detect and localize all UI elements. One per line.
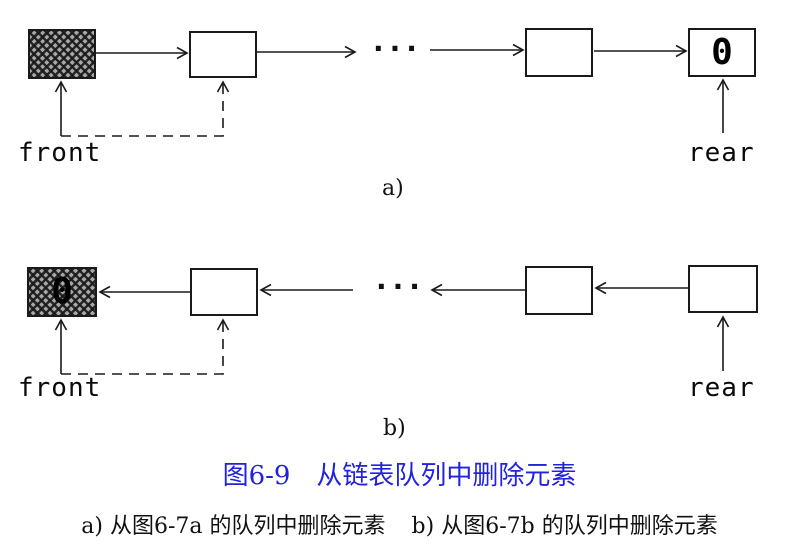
- b-node-1-value: 0: [51, 271, 73, 312]
- b-node-rear: [688, 265, 758, 313]
- b-subfigure-label: b): [383, 416, 406, 441]
- a-node-2: [189, 31, 257, 78]
- b-node-2: [190, 268, 258, 316]
- a-node-3: [525, 28, 593, 77]
- figure-subcaption: a) 从图6-7a 的队列中删除元素 b) 从图6-7b 的队列中删除元素: [0, 512, 799, 542]
- a-node-deleted-hatched: [28, 29, 96, 79]
- b-ellipsis-icon: ···: [376, 270, 426, 303]
- a-node-rear: 0: [688, 28, 756, 77]
- subcaption-part-a: a) 从图6-7a 的队列中删除元素: [81, 514, 386, 539]
- b-rear-label: rear: [688, 373, 755, 403]
- subcaption-part-b: b) 从图6-7b 的队列中删除元素: [411, 514, 718, 539]
- figure-caption: 图6-9 从链表队列中删除元素: [222, 461, 577, 491]
- a-subfigure-label: a): [382, 176, 404, 201]
- a-node-rear-value: 0: [711, 31, 733, 73]
- b-front-label: front: [18, 373, 102, 403]
- a-front-new-pointer-dashed-arrow: [61, 80, 230, 137]
- a-ellipsis-icon: ···: [373, 32, 423, 65]
- a-front-label: front: [18, 138, 102, 168]
- a-rear-label: rear: [688, 138, 755, 168]
- b-front-new-pointer-dashed-arrow: [61, 318, 230, 375]
- b-node-deleted-hatched: 0: [27, 267, 97, 317]
- b-node-3: [525, 266, 593, 315]
